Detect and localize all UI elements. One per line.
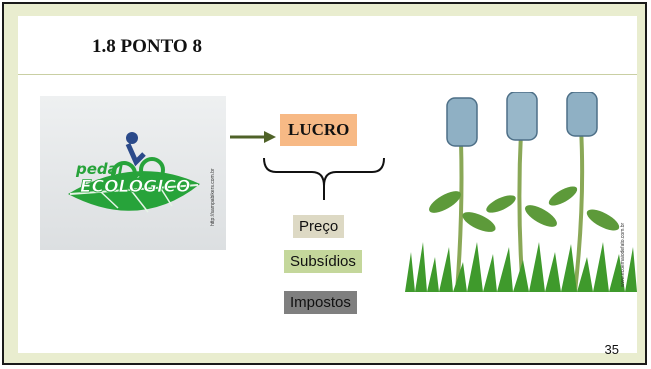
logo-image-credit: http://sampabikers.com.br — [210, 168, 216, 226]
lucro-box: LUCRO — [280, 114, 358, 146]
logo-text-pedal: pedal — [75, 160, 124, 178]
logo-graphic: pedal ECOLÓGICO — [68, 132, 200, 213]
money-flowers-image: www.ecoemaiodefato.com.br — [405, 92, 637, 292]
slide-title: 1.8 PONTO 8 — [92, 36, 202, 57]
leaf-shape — [68, 171, 200, 211]
cyclist-body — [125, 142, 146, 167]
leaf-veins — [99, 186, 173, 213]
pedal-ecologico-image: pedal ECOLÓGICO http://sampabikers.com.b… — [40, 96, 226, 250]
leaf-vein — [69, 184, 199, 195]
page-number: 35 — [604, 342, 619, 357]
bike-wheel-front — [139, 157, 165, 183]
logo-text-ecologico: ECOLÓGICO — [80, 175, 190, 197]
title-band: 1.8 PONTO 8 — [18, 16, 637, 75]
curly-brace-icon — [263, 157, 385, 200]
slide-content: 1.8 PONTO 8 pedal ECOLÓGICO http://sampa… — [18, 16, 637, 357]
money-flowers-graphic — [405, 92, 637, 292]
slide-frame: 1.8 PONTO 8 pedal ECOLÓGICO http://sampa… — [2, 2, 647, 365]
impostos-label: Impostos — [284, 291, 357, 314]
bike-wheel-back — [111, 161, 137, 187]
preco-label: Preço — [293, 215, 345, 238]
money-image-credit: www.ecoemaiodefato.com.br — [620, 222, 626, 287]
cyclist-head — [126, 132, 138, 144]
right-arrow-icon — [230, 131, 276, 143]
subsidios-label: Subsídios — [284, 250, 362, 273]
